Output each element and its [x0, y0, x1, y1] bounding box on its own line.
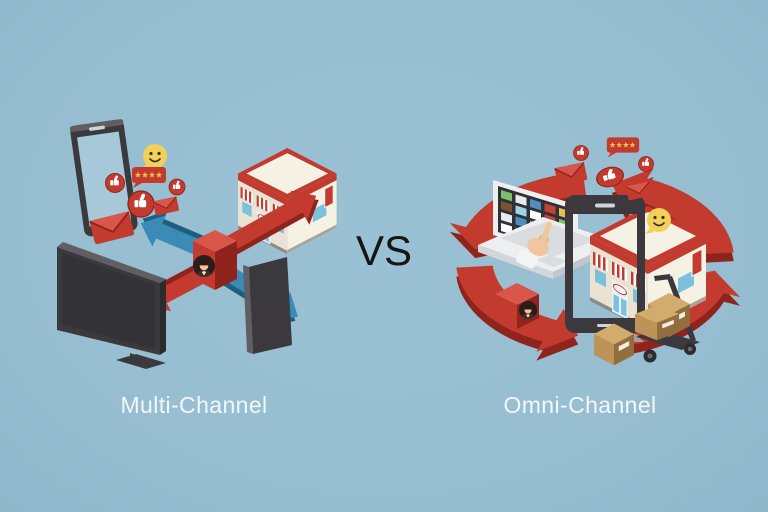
thumbs-up-icon: [128, 191, 154, 217]
thumbs-up-icon: [169, 179, 185, 195]
touch-hand: [515, 221, 552, 269]
vs-text: VS: [355, 227, 413, 274]
star-rating-bubble-icon: [607, 137, 639, 157]
tablet: [243, 257, 292, 354]
customer-avatar-cube: [495, 283, 539, 329]
multi-channel-label: Multi-Channel: [120, 392, 268, 418]
customer-avatar-cube: [193, 230, 237, 290]
smiley-speech-bubble-icon: [140, 143, 168, 171]
thumbs-up-icon: [574, 146, 589, 161]
phone-speaker: [89, 125, 105, 131]
phone-speaker: [595, 203, 615, 208]
envelope-icon: [152, 195, 180, 217]
star-rating-bubble-icon: [132, 167, 166, 188]
television: [57, 242, 166, 369]
thumbs-up-icon: [639, 157, 654, 172]
omni-channel-label: Omni-Channel: [503, 392, 657, 418]
thumbs-up-icon: [106, 174, 125, 193]
omni-channel-illustration: [449, 118, 741, 366]
hand-trolley: [634, 274, 700, 363]
smartphone: [69, 119, 138, 237]
multi-channel-illustration: [57, 119, 338, 369]
